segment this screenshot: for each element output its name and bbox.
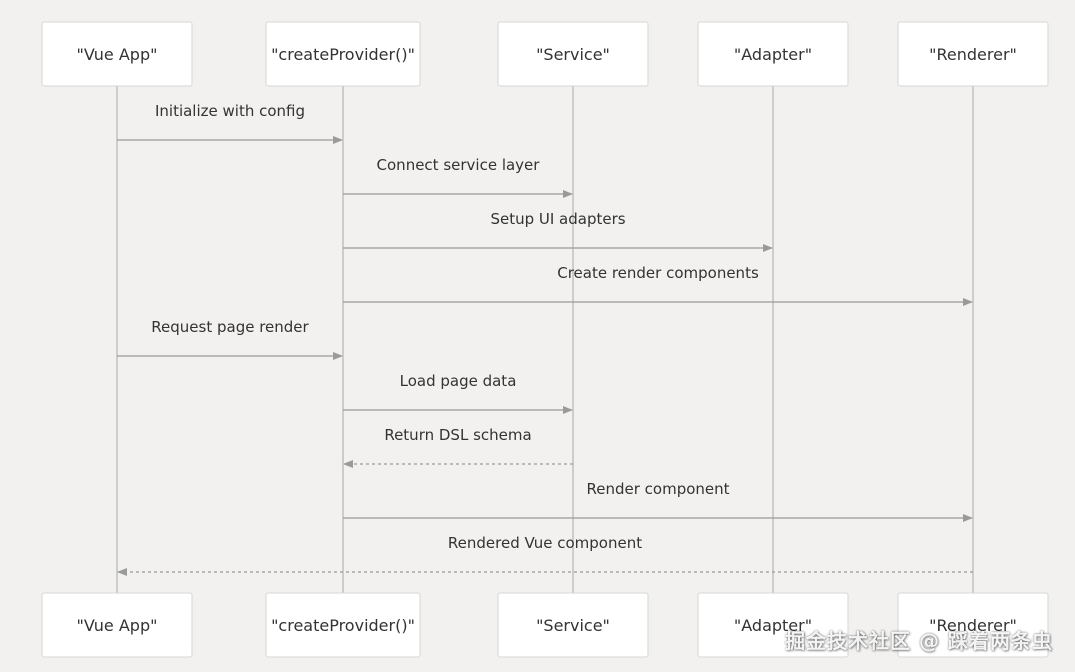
message-label: Setup UI adapters [490, 210, 625, 228]
participant-box-service-bottom: "Service" [497, 592, 649, 658]
message-2: Connect service layer [343, 156, 573, 198]
message-9: Rendered Vue component [117, 534, 973, 576]
message-6: Load page data [343, 372, 573, 414]
participant-box-service-top: "Service" [497, 21, 649, 87]
message-label: Create render components [557, 264, 759, 282]
message-7: Return DSL schema [343, 426, 573, 468]
message-4: Create render components [343, 264, 973, 306]
message-1: Initialize with config [117, 102, 343, 144]
participant-label-provider: "createProvider()" [271, 616, 415, 635]
message-label: Rendered Vue component [448, 534, 642, 552]
message-label: Render component [586, 480, 729, 498]
participant-box-provider-bottom: "createProvider()" [265, 592, 421, 658]
message-label: Initialize with config [155, 102, 305, 120]
participant-label-vue: "Vue App" [77, 616, 158, 635]
message-label: Load page data [400, 372, 517, 390]
message-8: Render component [343, 480, 973, 522]
participant-box-provider-top: "createProvider()" [265, 21, 421, 87]
participant-label-adapter: "Adapter" [734, 616, 812, 635]
participant-box-adapter-bottom: "Adapter" [697, 592, 849, 658]
participant-box-vue-bottom: "Vue App" [41, 592, 193, 658]
message-label: Connect service layer [377, 156, 541, 174]
participant-label-provider: "createProvider()" [271, 45, 415, 64]
participant-box-adapter-top: "Adapter" [697, 21, 849, 87]
watermark: 掘金技术社区 @ 踩着两条虫 [785, 629, 1053, 653]
message-5: Request page render [117, 318, 343, 360]
participant-box-renderer-top: "Renderer" [897, 21, 1049, 87]
message-3: Setup UI adapters [343, 210, 773, 252]
message-label: Return DSL schema [384, 426, 531, 444]
participant-box-renderer-bottom: "Renderer" [897, 592, 1049, 658]
participant-label-renderer: "Renderer" [929, 616, 1017, 635]
participant-label-service: "Service" [536, 616, 610, 635]
message-label: Request page render [151, 318, 309, 336]
participant-label-vue: "Vue App" [77, 45, 158, 64]
participant-box-vue-top: "Vue App" [41, 21, 193, 87]
participant-label-adapter: "Adapter" [734, 45, 812, 64]
participant-label-service: "Service" [536, 45, 610, 64]
participant-label-renderer: "Renderer" [929, 45, 1017, 64]
